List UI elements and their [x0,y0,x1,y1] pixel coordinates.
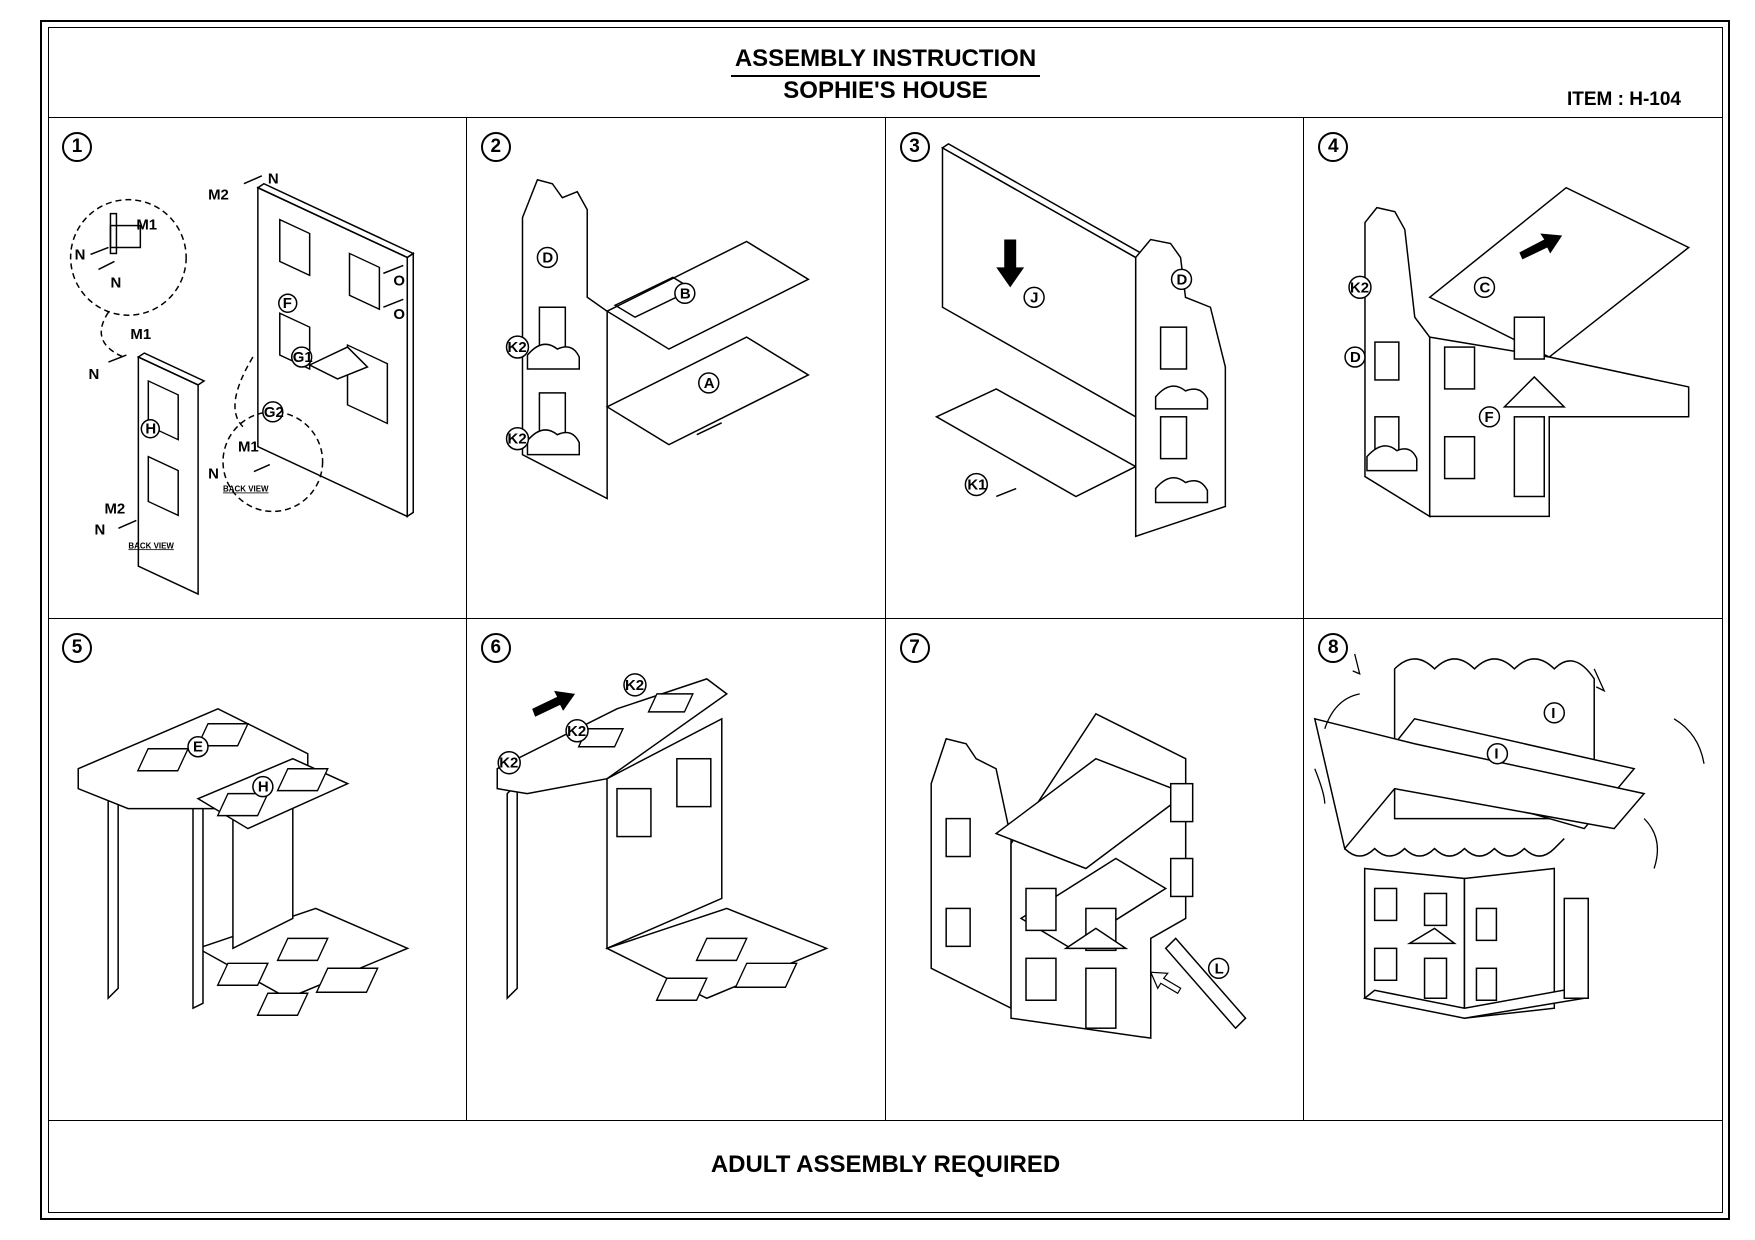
label-M2: M2 [208,187,229,204]
step-number: 3 [899,132,930,162]
step-number: 6 [480,633,511,663]
label-K2: K2 [625,677,644,694]
back-view-note: BACK VIEW [223,485,269,494]
label-C: C [1480,279,1491,296]
step-4-illustration: C K2 D F [1344,186,1691,518]
item-number: ITEM : H-104 [1566,89,1681,110]
step-number: 2 [480,132,511,162]
step-5-illustration: E H [77,707,410,1016]
footer: ADULT ASSEMBLY REQUIRED [48,1121,1723,1213]
label-N: N [268,171,279,188]
step-6-illustration: K2 K2 K2 [496,673,829,1001]
step-number: 8 [1318,633,1349,663]
step-panel-8: 8 [1304,619,1723,1120]
step-number: 7 [899,633,930,663]
label-M1-2: M1 [130,326,151,343]
label-K2: K2 [1350,279,1369,296]
step-panel-3: 3 J D K1 [885,118,1305,619]
step-2-illustration: D B A K2 K2 [505,178,810,500]
adult-assembly-note: ADULT ASSEMBLY REQUIRED [710,1151,1061,1178]
steps-grid: 1 [48,117,1723,1121]
label-K2-2: K2 [567,723,586,740]
step-7-illustration: L [929,712,1247,1040]
label-J: J [1030,289,1038,306]
label-K2-3: K2 [499,755,518,772]
label-L: L [1214,960,1223,977]
step-panel-2: 2 D B A K2 [466,118,886,619]
step-panel-6: 6 K2 K2 K2 [467,619,886,1120]
label-G2: G2 [264,404,284,421]
document-title: ASSEMBLY INSTRUCTION [48,45,1723,77]
label-I-2: I [1495,746,1499,763]
label-H: H [145,421,156,438]
step-3-illustration: J D K1 [934,143,1226,538]
label-H: H [258,779,269,796]
label-K2-2: K2 [507,431,526,448]
label-N-4: N [89,366,100,383]
label-F: F [1485,409,1494,426]
label-K2: K2 [507,339,526,356]
step-panel-5: 5 [48,619,467,1120]
step-number: 1 [62,132,92,162]
inner-border [48,27,1723,1213]
product-name: SOPHIE'S HOUSE [783,77,988,104]
step-panel-7: 7 L [886,619,1305,1120]
step-8-illustration: I I [1314,653,1705,1020]
label-B: B [680,285,691,302]
label-N-3: N [110,274,121,291]
label-N-6: N [95,521,106,538]
step-panel-1: 1 [48,118,467,619]
back-view-note-2: BACK VIEW [128,541,174,550]
step-number: 5 [62,633,92,663]
outer-border [40,20,1730,1220]
label-O: O [393,272,405,289]
label-M1: M1 [136,217,157,234]
label-M2-2: M2 [104,500,125,517]
label-A: A [704,375,715,392]
step-number: 4 [1318,132,1349,162]
label-D: D [1350,349,1361,366]
label-I: I [1552,705,1556,722]
label-N-5: N [208,466,219,483]
label-D: D [542,249,553,266]
step-1-illustration: M1 M1 M1 M2 M2 N N N N N N O O F G1 G2 H… [69,171,415,596]
label-F: F [283,295,292,312]
label-K1: K1 [967,477,986,494]
header: ASSEMBLY INSTRUCTION SOPHIE'S HOUSE ITEM… [48,27,1723,119]
label-M1-3: M1 [238,439,259,456]
label-O-2: O [393,306,405,323]
label-G1: G1 [293,349,313,366]
label-N-2: N [75,246,86,263]
label-E: E [193,739,203,756]
step-panel-4: 4 C K2 D [1304,118,1723,619]
label-D: D [1176,271,1187,288]
